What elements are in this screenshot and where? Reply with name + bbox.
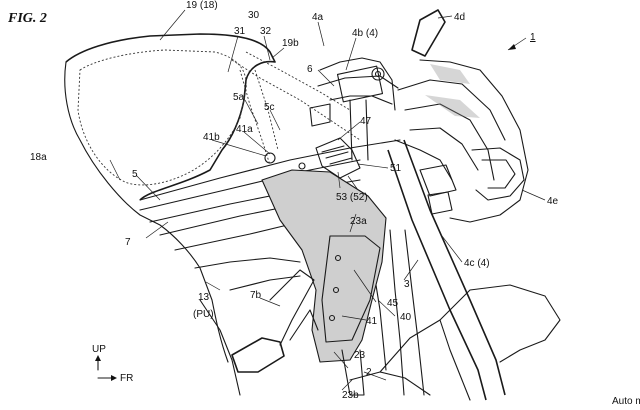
label-4a: 4a	[312, 12, 324, 23]
label-41: 41	[366, 316, 378, 327]
label-7: 7	[125, 237, 131, 248]
figure-title: FIG. 2	[7, 11, 47, 26]
orientation-axes: UP FR	[92, 344, 133, 384]
label-4b: 4b (4)	[352, 28, 378, 39]
label-41b: 41b	[203, 132, 220, 143]
label-30: 30	[248, 10, 260, 21]
steering-head	[309, 57, 399, 161]
reference-labels: 19 (18) 30 31 32 19b 4a 4b (4) 4d 6 5a 5…	[30, 0, 559, 401]
label-pu: (PU)	[193, 309, 214, 320]
label-4d: 4d	[454, 12, 465, 23]
seat-outline	[64, 33, 276, 363]
label-5: 5	[132, 169, 138, 180]
label-23b: 23b	[342, 390, 359, 401]
label-45: 45	[387, 298, 399, 309]
label-4e: 4e	[547, 196, 559, 207]
label-6: 6	[307, 64, 313, 75]
label-5c: 5c	[264, 102, 275, 113]
main-reference: 1	[507, 32, 536, 51]
label-5a: 5a	[233, 92, 245, 103]
axis-up-label: UP	[92, 344, 106, 355]
label-40: 40	[400, 312, 412, 323]
label-23: 23	[354, 350, 366, 361]
lower-fairing	[349, 284, 561, 401]
label-47: 47	[360, 116, 372, 127]
label-2: 2	[366, 367, 372, 378]
label-31: 31	[234, 26, 246, 37]
label-19b: 19b	[282, 38, 299, 49]
label-32: 32	[260, 26, 272, 37]
label-19: 19 (18)	[186, 0, 218, 11]
label-3: 3	[404, 279, 410, 290]
label-53: 53 (52)	[336, 192, 368, 203]
main-ref-number: 1	[530, 32, 536, 43]
label-41a: 41a	[236, 124, 253, 135]
label-51: 51	[390, 163, 402, 174]
side-shroud	[194, 257, 319, 396]
axis-front-label: FR	[120, 373, 133, 384]
label-7b: 7b	[250, 290, 262, 301]
front-fork	[387, 139, 506, 401]
bracket-panel	[261, 169, 387, 396]
label-23a: 23a	[350, 216, 367, 227]
label-4c: 4c (4)	[464, 258, 490, 269]
watermark: Auto m	[612, 396, 640, 407]
label-13: 13	[198, 292, 210, 303]
label-18a: 18a	[30, 152, 47, 163]
leader-lines	[109, 9, 546, 391]
front-cowl	[394, 9, 529, 223]
